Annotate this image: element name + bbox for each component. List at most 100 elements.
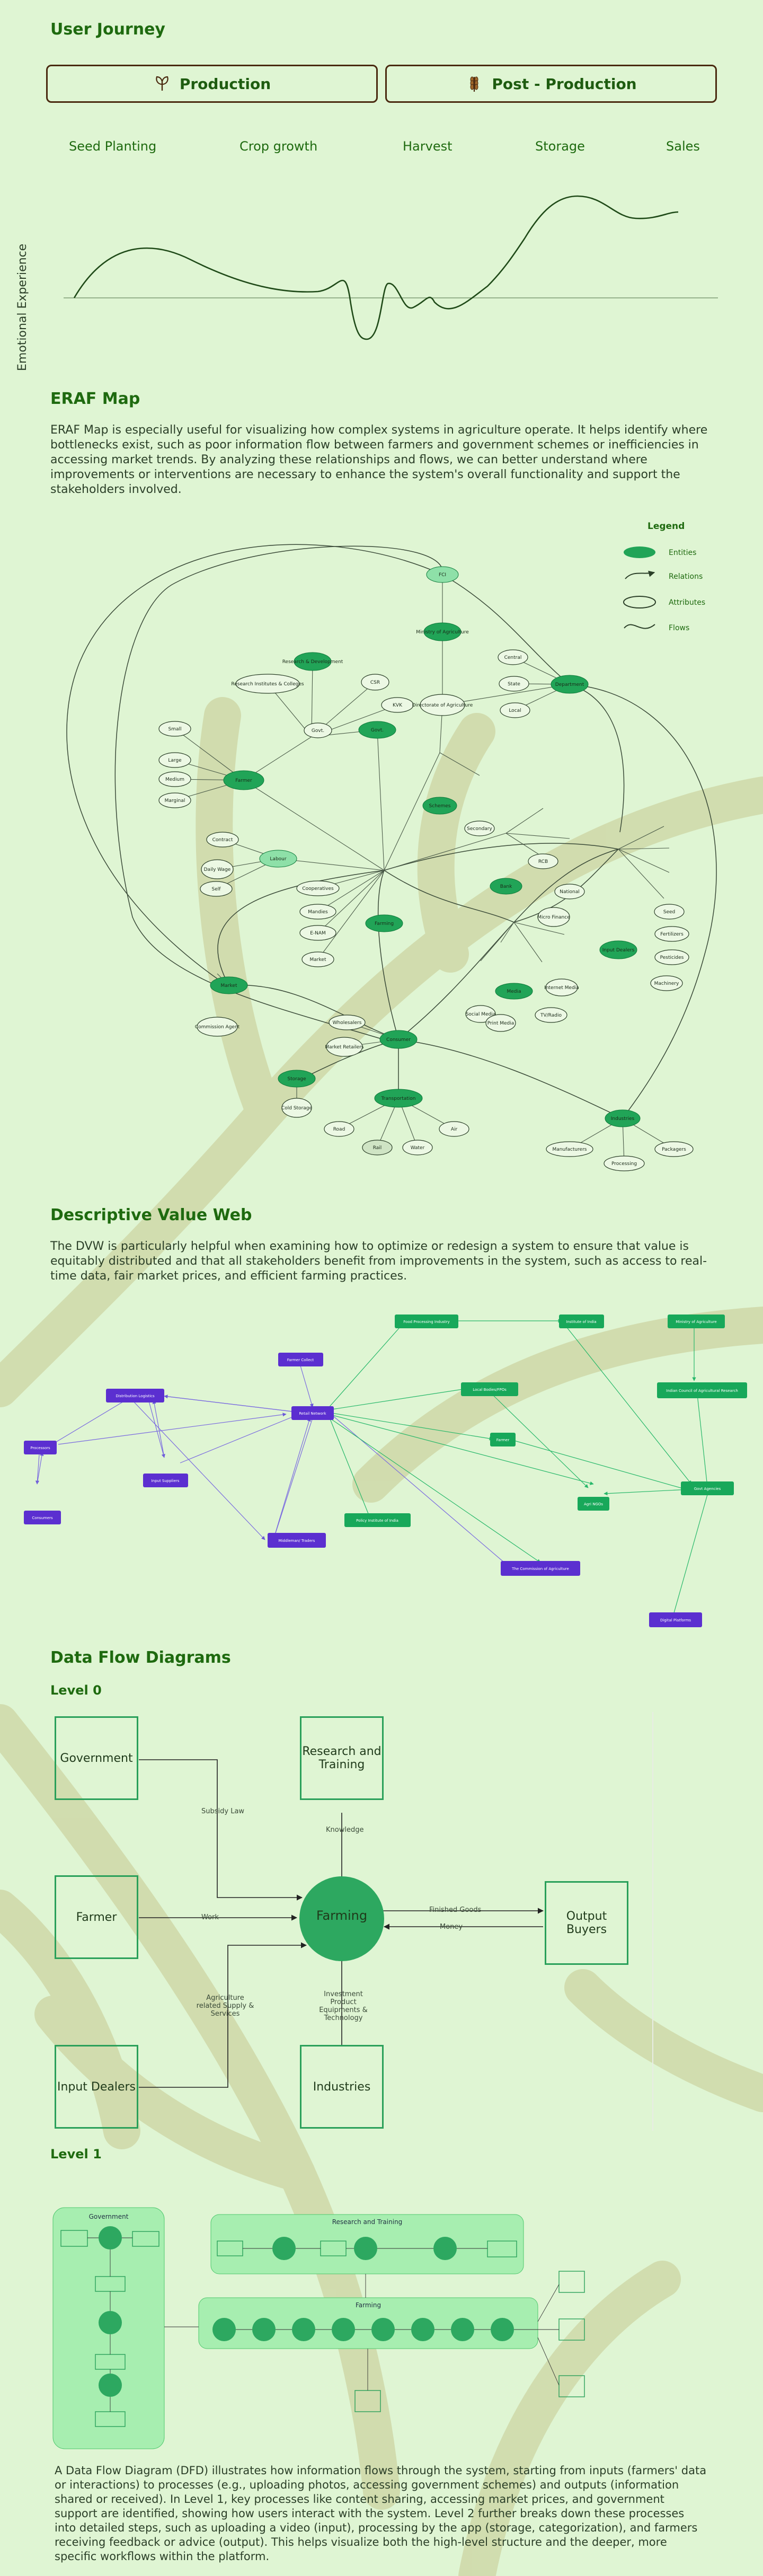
dfd0-subsidy-label: Subsidy Law xyxy=(201,1807,245,1815)
dvw-node-retail: Retail Network xyxy=(299,1411,326,1416)
eraf-node-micro: Micro Finance xyxy=(537,915,570,920)
dfd0-agri-supply-label: Agriculture related Supply & Services xyxy=(196,1994,254,2018)
eraf-node-farming: Farming xyxy=(375,921,394,927)
dfd-description: A Data Flow Diagram (DFD) illustrates ho… xyxy=(55,2464,707,2563)
dfd0-knowledge-label: Knowledge xyxy=(326,1826,364,1834)
sprout-icon xyxy=(156,76,168,91)
dfd0-research-box: Research and Training xyxy=(300,1716,384,1800)
eraf-node-tv: TV/Radio xyxy=(540,1013,562,1018)
eraf-node-govt-attr: Govt. xyxy=(312,728,324,734)
dfd0-farming-circle xyxy=(299,1876,384,1961)
dfd0-farming-label: Farming xyxy=(316,1908,368,1923)
dfd-level1-diagram: Government Research and Training Farming xyxy=(52,2207,585,2449)
legend-flow-swatch xyxy=(624,624,655,629)
eraf-node-cold: Cold Storage xyxy=(281,1106,313,1111)
eraf-node-dept: Department xyxy=(555,682,584,687)
dvw-node-ministry: Ministry of Agriculture xyxy=(676,1320,716,1324)
legend-relation-swatch xyxy=(625,570,655,579)
wheat-icon xyxy=(470,76,478,92)
dvw-node-ngo: Agri NGOs xyxy=(584,1502,603,1506)
step-harvest: Harvest xyxy=(403,139,453,154)
eraf-node-self: Self xyxy=(212,887,221,892)
dvw-node-farmer: Farmer xyxy=(496,1438,510,1442)
dfd-level0-connectors xyxy=(139,1712,653,2131)
eraf-node-farmer: Farmer xyxy=(235,778,252,783)
step-seed-planting: Seed Planting xyxy=(69,139,157,154)
eraf-node-marginal: Marginal xyxy=(165,798,185,804)
dfd1-government-title: Government xyxy=(89,2213,129,2220)
dfd1-research-title: Research and Training xyxy=(332,2218,403,2226)
dvw-node-icar: Indian Council of Agricultural Research xyxy=(666,1389,738,1393)
eraf-node-contract: Contract xyxy=(212,837,233,843)
dvw-node-policy: Policy Institute of India xyxy=(356,1519,398,1523)
eraf-node-daily: Daily Wage xyxy=(204,867,231,872)
eraf-node-ministry: Ministry of Agriculture xyxy=(416,630,469,635)
legend-entities-label: Entities xyxy=(669,549,696,557)
eraf-node-fci: FCI xyxy=(439,572,446,578)
user-journey-title: User Journey xyxy=(50,20,165,39)
eraf-node-kvk: KVK xyxy=(393,703,403,708)
eraf-node-rci: Research Institutes & Colleges xyxy=(231,682,304,687)
dvw-node-input-supply: Input Suppliers xyxy=(152,1479,180,1483)
eraf-node-commission: Commission Agent xyxy=(195,1025,240,1030)
eraf-node-state: State xyxy=(508,682,520,687)
eraf-node-research: Research & Development xyxy=(282,659,343,665)
eraf-node-manufacturers: Manufacturers xyxy=(553,1147,587,1152)
legend-attributes-label: Attributes xyxy=(669,598,705,607)
eraf-node-storage: Storage xyxy=(287,1077,306,1082)
eraf-node-input-dealers: Input Dealers xyxy=(602,948,635,953)
dvw-node-farmer-collect: Farmer Collect xyxy=(287,1358,314,1362)
dvw-node-commission: The Commission of Agriculture xyxy=(511,1567,569,1571)
eraf-node-rail: Rail xyxy=(373,1145,382,1151)
dfd-level0-label: Level 0 xyxy=(50,1683,102,1698)
stage-production-button[interactable]: Production xyxy=(46,65,378,103)
dvw-node-local-bodies: Local Bodies/FPOs xyxy=(473,1388,507,1392)
legend-flows-label: Flows xyxy=(669,624,689,632)
eraf-node-schemes: Schemes xyxy=(429,804,451,809)
eraf-node-social: Social Media xyxy=(466,1012,496,1017)
eraf-node-secondary: Secondary xyxy=(467,826,492,832)
dfd0-industries-box: Industries xyxy=(300,2045,384,2129)
eraf-node-retailers: Market Retailers xyxy=(325,1045,363,1050)
dvw-title: Descriptive Value Web xyxy=(50,1206,252,1224)
eraf-node-labour: Labour xyxy=(270,857,286,862)
dfd0-government-box: Government xyxy=(55,1716,138,1800)
eraf-legend: Legend Entities Relations Attributes Flo… xyxy=(623,521,705,632)
eraf-title: ERAF Map xyxy=(50,390,140,408)
dvw-node-distribution: Distribution Logistics xyxy=(116,1394,155,1398)
eraf-node-media: Media xyxy=(507,989,521,994)
stage-post-production-button[interactable]: Post - Production xyxy=(385,65,717,103)
dvw-node-digital: Digital Platforms xyxy=(660,1618,691,1622)
dfd0-investment-label: Investment Product Equipments & Technolo… xyxy=(319,1990,368,2022)
eraf-node-fpo: Market xyxy=(310,957,326,963)
eraf-node-enam: E-NAM xyxy=(310,931,326,936)
eraf-node-rcb: RCB xyxy=(538,859,548,864)
eraf-node-print: Print Media xyxy=(487,1021,514,1026)
dvw-node-processors: Processors xyxy=(30,1446,50,1450)
eraf-node-water: Water xyxy=(411,1145,425,1151)
eraf-node-wholesalers: Wholesalers xyxy=(333,1020,362,1026)
eraf-node-consumer: Consumer xyxy=(386,1037,411,1043)
dfd-level1-label: Level 1 xyxy=(50,2147,102,2162)
eraf-node-packagers: Packagers xyxy=(662,1147,686,1152)
dfd1-farming-title: Farming xyxy=(356,2301,381,2309)
legend-entity-swatch xyxy=(624,546,655,558)
dvw-node-consumers: Consumers xyxy=(32,1516,53,1520)
eraf-node-medium: Medium xyxy=(165,777,184,782)
eraf-node-air: Air xyxy=(451,1127,458,1132)
eraf-node-processing: Processing xyxy=(611,1161,637,1167)
eraf-node-fertilizers: Fertilizers xyxy=(660,932,684,937)
legend-relations-label: Relations xyxy=(669,572,703,581)
emotion-axis-label: Emotional Experience xyxy=(16,243,29,371)
eraf-node-road: Road xyxy=(333,1127,345,1132)
step-sales: Sales xyxy=(666,139,700,154)
dvw-description: The DVW is particularly helpful when exa… xyxy=(50,1240,707,1283)
dvw-web: Distribution Logistics Farmer Collect Re… xyxy=(24,1315,747,1627)
dfd0-finished-goods-label: Finished Goods xyxy=(429,1906,482,1914)
dfd0-farmer-box: Farmer xyxy=(55,1875,138,1959)
eraf-node-bank: Bank xyxy=(500,884,512,889)
eraf-node-internet: Internet Media xyxy=(544,985,579,991)
eraf-node-transportation: Transportation xyxy=(381,1096,416,1101)
